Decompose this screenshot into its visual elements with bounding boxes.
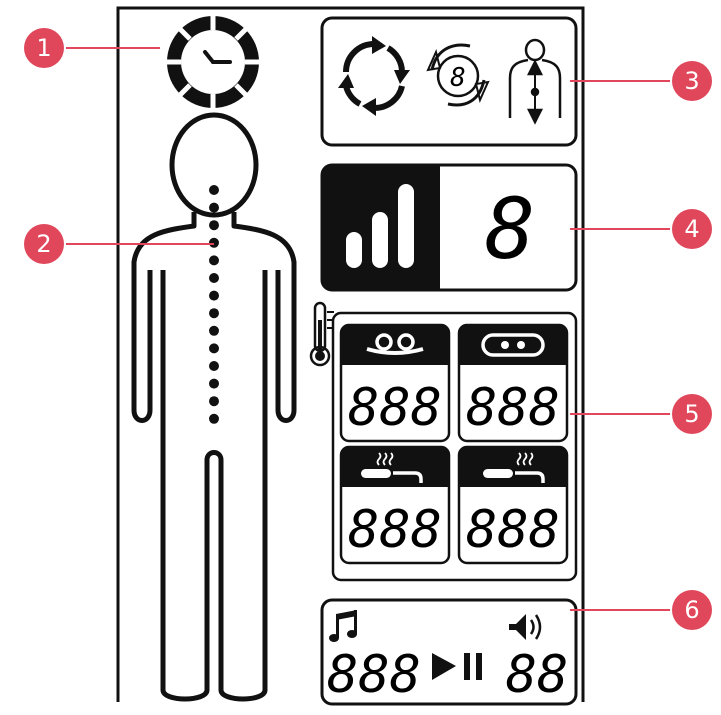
spine-dot <box>209 379 219 389</box>
heat-zones: 888 888 888 888 <box>341 325 567 563</box>
spine-dot <box>209 273 219 283</box>
callout-number: 6 <box>684 596 699 624</box>
spine-dot <box>209 343 219 353</box>
spine-dot <box>209 255 219 265</box>
callout-4: 4 <box>570 209 712 249</box>
callout-number: 3 <box>684 67 699 95</box>
callout-6: 6 <box>570 590 712 630</box>
program-mode-icon[interactable]: 8 <box>428 45 488 105</box>
heat-zone-digits: 888 <box>466 500 560 560</box>
track-number-digits: 888 <box>327 645 421 705</box>
spine-dot <box>209 361 219 371</box>
spine-dot <box>209 326 219 336</box>
callout-number: 5 <box>684 400 699 428</box>
volume-icon[interactable] <box>509 614 540 640</box>
spine-dot <box>209 185 219 195</box>
callout-number: 1 <box>36 34 51 62</box>
heat-zone-1: 888 <box>341 325 449 441</box>
spine-dot <box>209 238 219 248</box>
spine-dot <box>209 396 219 406</box>
timer-icon <box>165 14 261 110</box>
callout-number: 4 <box>684 215 699 243</box>
callout-1: 1 <box>24 28 160 68</box>
intensity-level-digit: 8 <box>485 180 536 278</box>
spine-dot <box>209 414 219 424</box>
heat-zone-3: 888 <box>341 447 449 563</box>
heat-zone-4: 888 <box>459 447 567 563</box>
callout-5: 5 <box>570 394 712 434</box>
thermometer-icon <box>311 303 334 365</box>
body-scan-icon[interactable] <box>510 40 560 122</box>
heat-zone-digits: 888 <box>348 378 442 438</box>
heat-zone-digits: 888 <box>466 378 560 438</box>
spine-dot <box>209 291 219 301</box>
mode-panel <box>322 18 576 145</box>
volume-level-digits: 88 <box>506 645 569 705</box>
heat-zone-2: 888 <box>459 325 567 441</box>
play-pause-icon[interactable] <box>432 653 482 680</box>
spine-dot <box>209 308 219 318</box>
program-digit: 8 <box>450 63 466 93</box>
spine-dot <box>209 220 219 230</box>
heat-zone-digits: 888 <box>348 500 442 560</box>
callout-number: 2 <box>36 230 51 258</box>
callout-3: 3 <box>570 61 712 101</box>
auto-mode-icon[interactable] <box>338 36 410 116</box>
spine-dot <box>209 203 219 213</box>
music-note-icon <box>329 610 357 642</box>
spine-dots <box>209 185 219 424</box>
